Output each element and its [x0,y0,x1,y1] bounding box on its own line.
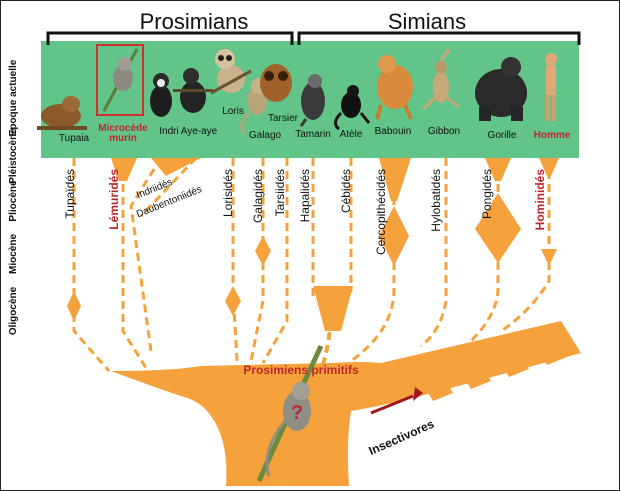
species-label: Microcède [98,123,148,134]
hominid-arrow [541,249,557,266]
species-label: Atèle [340,129,363,140]
group-label-prosimians: Prosimians [140,9,249,34]
tupaia-branch [72,158,111,372]
family-label: Lorisidés [221,169,235,217]
tarsier-illustration [260,64,292,102]
species-label: Galago [249,130,282,141]
galago-branch [249,158,265,362]
epoch-label-miocene: Miocène [8,234,19,274]
family-label: Tupaïdés [63,169,77,219]
species-label: Gorille [488,130,517,141]
insectivore-stripes [421,337,567,401]
insectivore-arrow [370,394,414,415]
species-label: Homme [534,130,571,141]
species-label: Loris [222,106,244,117]
gorilla-illustration [475,57,527,121]
family-label: Hominidés [533,169,547,231]
lemur-branch [121,158,153,377]
family-label: Lémuridés [107,169,121,230]
ancestor-mass [111,321,581,486]
cercopithecid-spindle [379,206,409,266]
aye-aye-illustration [173,68,213,113]
cercopithecid-branch [350,158,396,363]
lemur-funnel [111,158,137,181]
ateles-illustration [334,85,371,131]
epoch-label-pleistocene: Pléistocène [8,128,19,184]
gibbon-illustration [421,48,460,111]
family-label: Hylobatidés [429,169,443,232]
family-label: Cébidés [339,169,353,213]
tarsier-branch [261,158,289,364]
species-label: Tarsier [268,113,299,124]
epoch-label-oligocene: Oligocène [8,286,19,335]
primitive-prosimian-illustration [256,344,324,483]
loris-illustration [210,49,252,95]
family-label: Tarsiidés [273,169,287,216]
species-label: Indri [159,126,178,137]
pongid-spindle [475,193,521,263]
insectivores-label: Insectivores [367,417,437,458]
hapalid-spindle [313,286,353,331]
family-label: Hapalidés [298,169,312,222]
prosimians-bracket [46,31,294,45]
family-label: Cercopithécidés [374,169,388,255]
insectivore-arrowhead [413,387,423,401]
tamarin-illustration [299,74,325,127]
indri-branch [129,157,163,352]
hylobatid-branch [420,158,448,348]
indri-illustration [150,73,172,117]
simians-bracket [297,31,581,45]
family-label: Pongidés [480,169,494,219]
human-illustration [545,53,557,121]
species-label-line2: murin [109,133,137,144]
group-label-simians: Simians [388,9,466,34]
aye-aye-branch [139,156,198,218]
family-label: Galagidés [251,169,265,223]
loris-spindle [225,286,241,316]
animal-illustrations [37,44,557,135]
tupaia-spindle [67,291,81,321]
tupaia-illustration [37,96,87,130]
species-label: Tupaia [59,133,90,144]
pongid-funnel [485,158,511,181]
galago-spindle [255,236,271,266]
baboon-illustration [375,55,413,120]
epoch-label-pliocene: Pliocène [8,180,19,222]
species-label: Aye-aye [181,126,218,137]
species-label: Babouin [375,126,412,137]
pongid-branch [469,158,500,343]
question-mark: ? [291,402,303,424]
microcebe-illustration [96,44,144,116]
indri-funnel [151,158,201,176]
species-label: Tamarin [295,129,331,140]
cercopithecid-funnel [379,158,411,201]
lineage-branches [67,156,581,486]
hominid-funnel [539,158,559,176]
hominid-branch [500,158,551,333]
ancestor-label: Prosimiens primitifs [243,363,359,377]
species-label: Gibbon [428,126,460,137]
epoch-label-current: Epoque actuelle [8,59,19,136]
